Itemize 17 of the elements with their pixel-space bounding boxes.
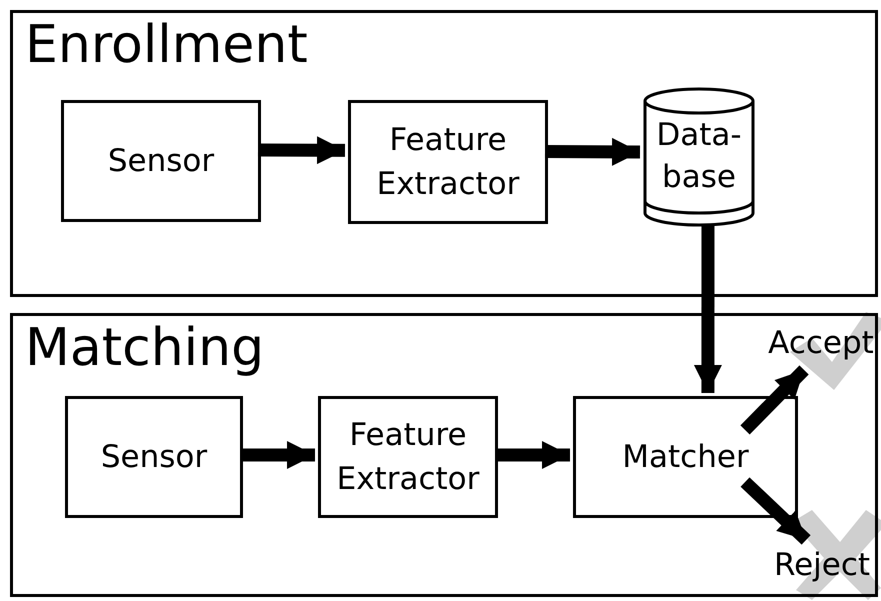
arrow xyxy=(694,224,722,393)
arrow xyxy=(495,440,570,469)
arrow xyxy=(240,440,315,469)
outcome-label: Accept xyxy=(763,321,879,365)
panel-title: Matching xyxy=(25,317,264,380)
stage-panel xyxy=(10,10,878,297)
process-box: Feature Extractor xyxy=(348,100,548,224)
stage-panel xyxy=(10,313,878,597)
outcome-label: Reject xyxy=(765,541,879,589)
arrow xyxy=(740,477,811,545)
node-label: Data- base xyxy=(655,116,743,197)
process-box: Sensor xyxy=(61,100,261,222)
process-box: Sensor xyxy=(65,396,243,518)
process-box: Matcher xyxy=(573,396,798,518)
panel-title: Enrollment xyxy=(25,14,308,77)
process-box: Feature Extractor xyxy=(318,396,498,518)
arrow xyxy=(740,365,809,435)
